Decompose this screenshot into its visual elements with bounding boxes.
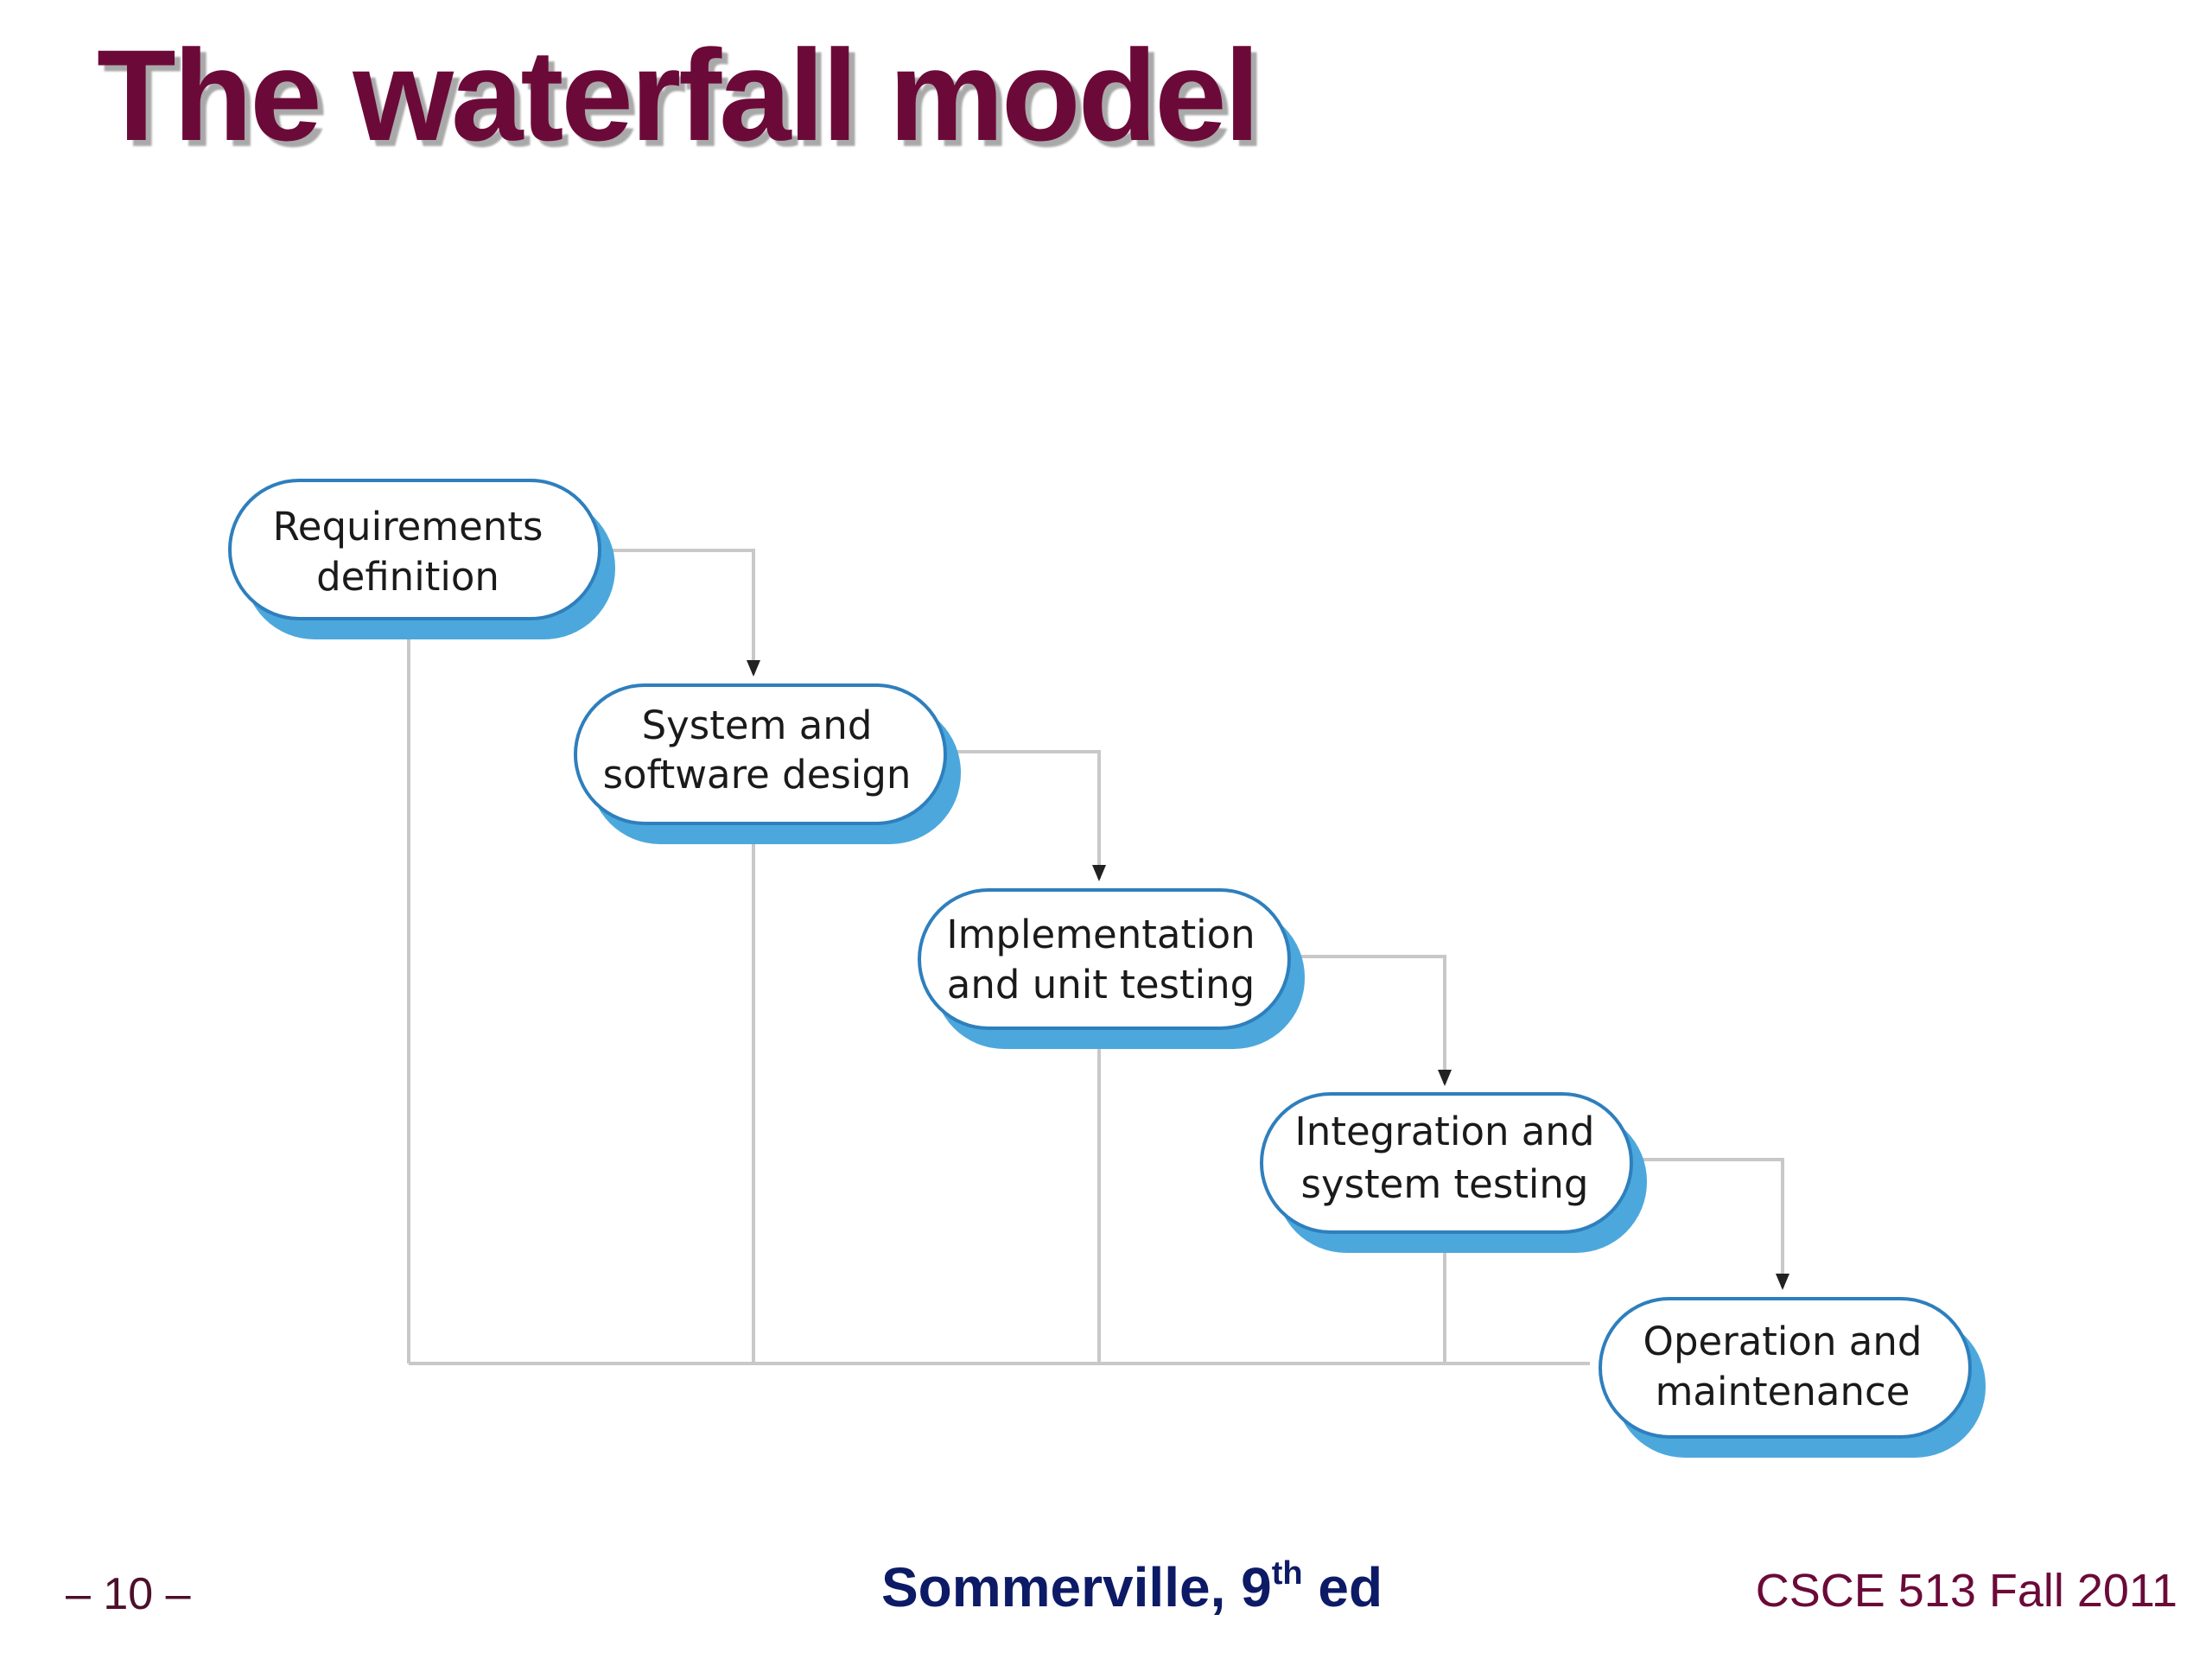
source-main: Sommerville, 9 <box>880 1556 1272 1618</box>
stage-label-line2: software design <box>603 752 912 798</box>
stage-label-line2: system testing <box>1301 1161 1589 1207</box>
arrowhead-down-5 <box>1776 1274 1789 1290</box>
stage-label-line1: Integration and <box>1295 1109 1595 1154</box>
stage-box <box>1260 1092 1633 1234</box>
connector-3-to-4 <box>1279 955 1446 1084</box>
stage-implementation: Implementation and unit testing <box>918 888 1305 1049</box>
stage-label-line2: and unit testing <box>947 962 1255 1007</box>
stage-label-line2: maintenance <box>1656 1369 1910 1414</box>
stage-box <box>574 683 947 825</box>
stage-label-line1: Requirements <box>273 504 543 550</box>
stage-label-line1: Operation and <box>1643 1319 1923 1364</box>
stage-requirements: Requirements definition <box>228 479 615 639</box>
stage-box <box>918 888 1291 1030</box>
page-number: – 10 – <box>66 1569 191 1619</box>
slide-title: The waterfall model <box>97 22 1260 168</box>
stage-integration: Integration and system testing <box>1260 1092 1647 1253</box>
stage-label-line2: definition <box>316 554 499 600</box>
stage-box <box>1599 1297 1972 1439</box>
forward-connectors <box>592 549 1784 1287</box>
source-superscript: th <box>1271 1555 1303 1592</box>
stage-label-line1: System and <box>642 702 873 748</box>
arrowhead-down-4 <box>1438 1070 1452 1086</box>
stage-operation: Operation and maintenance <box>1599 1297 1986 1458</box>
stage-label-line1: Implementation <box>946 912 1255 957</box>
course-label: CSCE 513 Fall 2011 <box>1755 1565 2177 1617</box>
forward-arrowheads <box>747 660 1789 1290</box>
stage-system-design: System and software design <box>574 683 961 844</box>
connector-2-to-3 <box>935 750 1101 879</box>
stage-box <box>228 479 601 620</box>
source-citation: Sommerville, 9th ed <box>864 1555 1400 1619</box>
arrowhead-down-2 <box>747 660 760 677</box>
source-end: ed <box>1302 1556 1383 1618</box>
connector-4-to-5 <box>1614 1158 1784 1287</box>
feedback-lines <box>407 624 1590 1365</box>
arrowhead-down-3 <box>1092 865 1106 881</box>
connector-1-to-2 <box>592 549 755 674</box>
